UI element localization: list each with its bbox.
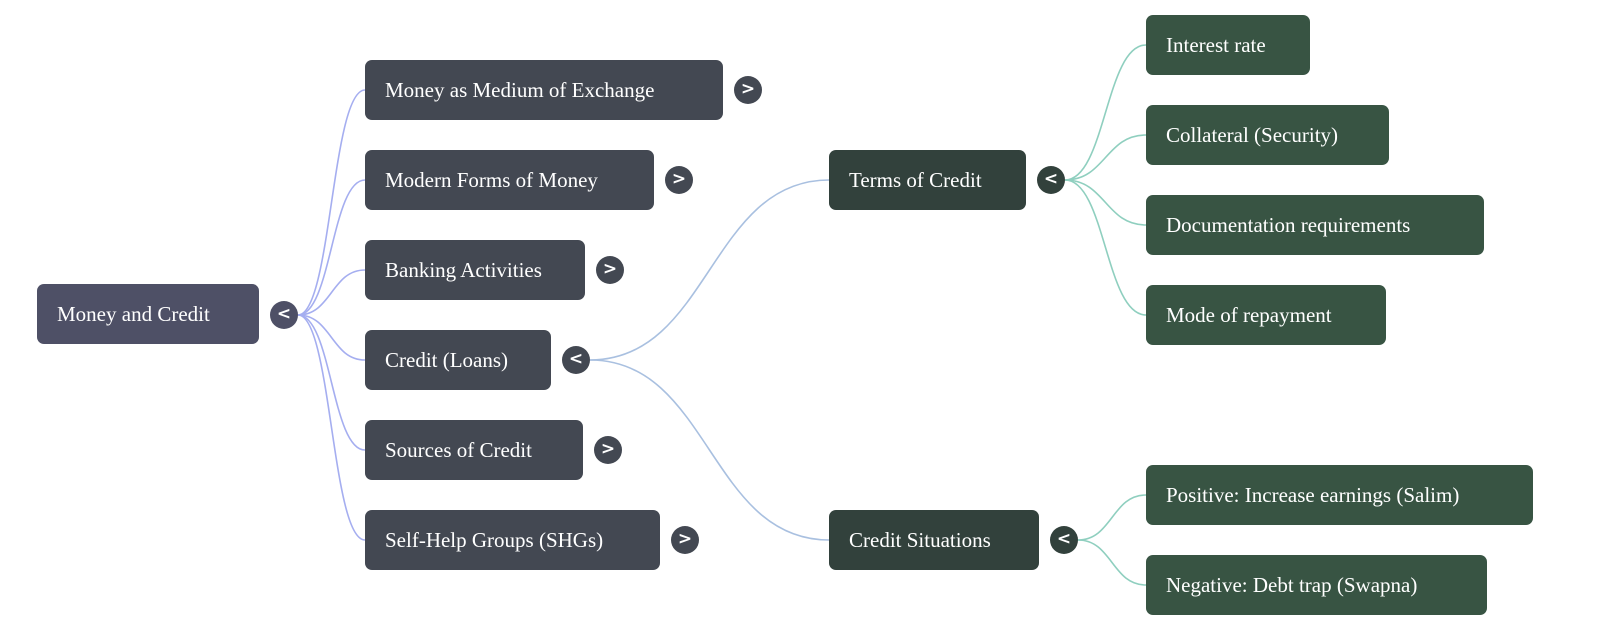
expand-toggle-icon[interactable]: > (594, 436, 622, 464)
collapse-toggle-icon[interactable]: < (270, 301, 298, 329)
collapse-toggle-icon[interactable]: < (1050, 526, 1078, 554)
edge-credit-terms (589, 179, 830, 361)
branch-money-medium-exchange[interactable]: Money as Medium of Exchange (365, 60, 723, 120)
leaf-negative-debt-trap[interactable]: Negative: Debt trap (Swapna) (1146, 555, 1487, 615)
branch-self-help-groups[interactable]: Self-Help Groups (SHGs) (365, 510, 660, 570)
leaf-collateral[interactable]: Collateral (Security) (1146, 105, 1389, 165)
root-node[interactable]: Money and Credit (37, 284, 259, 344)
leaf-mode-of-repayment[interactable]: Mode of repayment (1146, 285, 1386, 345)
edge-terms-leaf-1 (1064, 134, 1147, 181)
branch-modern-forms-money[interactable]: Modern Forms of Money (365, 150, 654, 210)
leaf-documentation-requirements[interactable]: Documentation requirements (1146, 195, 1484, 255)
edge-terms-leaf-0 (1064, 44, 1147, 181)
edge-credit-situations (589, 359, 830, 541)
branch-banking-activities[interactable]: Banking Activities (365, 240, 585, 300)
leaf-positive-increase-earnings[interactable]: Positive: Increase earnings (Salim) (1146, 465, 1533, 525)
edge-terms-leaf-2 (1064, 179, 1147, 226)
collapse-toggle-icon[interactable]: < (1037, 166, 1065, 194)
leaf-interest-rate[interactable]: Interest rate (1146, 15, 1310, 75)
edge-root-branch-3 (297, 314, 366, 361)
edge-root-branch-2 (297, 269, 366, 316)
collapse-toggle-icon[interactable]: < (562, 346, 590, 374)
expand-toggle-icon[interactable]: > (596, 256, 624, 284)
expand-toggle-icon[interactable]: > (665, 166, 693, 194)
expand-toggle-icon[interactable]: > (671, 526, 699, 554)
expand-toggle-icon[interactable]: > (734, 76, 762, 104)
branch-sources-of-credit[interactable]: Sources of Credit (365, 420, 583, 480)
node-credit-situations[interactable]: Credit Situations (829, 510, 1039, 570)
edge-root-branch-5 (297, 314, 366, 541)
edge-terms-leaf-3 (1064, 179, 1147, 316)
edge-situations-leaf-0 (1077, 494, 1147, 541)
branch-credit-loans[interactable]: Credit (Loans) (365, 330, 551, 390)
edge-root-branch-1 (297, 179, 366, 316)
node-terms-of-credit[interactable]: Terms of Credit (829, 150, 1026, 210)
edge-root-branch-4 (297, 314, 366, 451)
edge-root-branch-0 (297, 89, 366, 316)
edge-situations-leaf-1 (1077, 539, 1147, 586)
